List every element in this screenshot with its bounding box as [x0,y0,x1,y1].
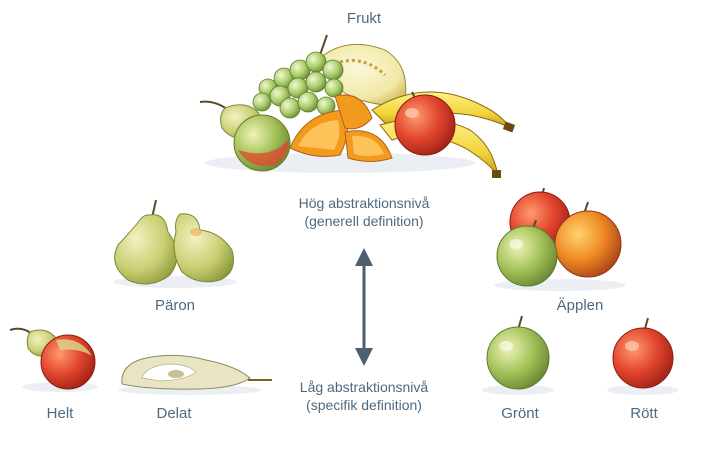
orange-slices-illustration [289,94,393,162]
group-apple-green-illustration [233,114,291,172]
label-paron: Päron [154,297,196,314]
apples-illustration [494,187,626,291]
low-abstraction-line2: (specifik definition) [306,397,422,413]
group-apple-red-illustration [394,91,456,156]
label-delat: Delat [156,405,192,422]
pears-illustration [113,199,237,288]
grapes-illustration [252,34,344,119]
abstraction-double-arrow [355,248,373,366]
whole-pear-illustration [9,327,98,392]
label-rott: Rött [630,405,658,422]
label-helt: Helt [46,405,74,422]
label-high-abstraction: Hög abstraktionsnivå (generell definitio… [264,194,464,230]
sliced-pear-illustration [118,354,272,395]
high-abstraction-line1: Hög abstraktionsnivå [298,195,430,211]
red-apple-illustration [607,317,679,395]
label-applen: Äpplen [556,297,604,314]
high-abstraction-line2: (generell definition) [304,213,424,229]
low-abstraction-line1: Låg abstraktionsnivå [299,379,429,395]
label-frukt: Frukt [346,10,382,27]
green-apple-illustration [482,315,554,395]
label-low-abstraction: Låg abstraktionsnivå (specifik definitio… [264,378,464,414]
label-gront: Grönt [501,405,539,422]
fruit-group-illustration [199,34,516,178]
